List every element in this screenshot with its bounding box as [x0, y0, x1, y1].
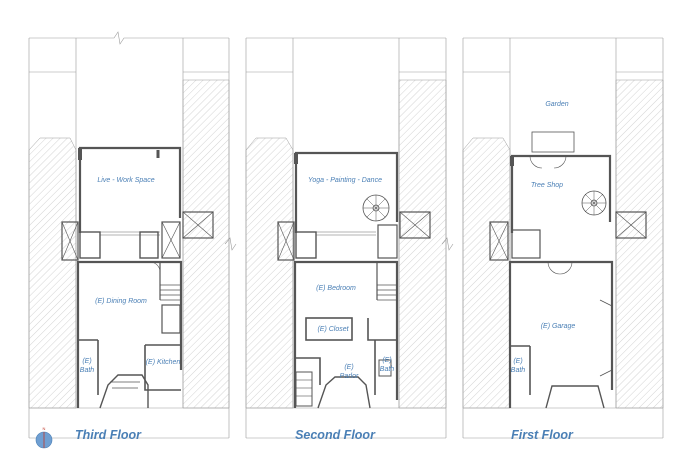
- neighbor-right-hatch: [615, 79, 664, 409]
- neighbor-left-hatch: [245, 137, 294, 409]
- garage-label: (E) Garage: [541, 323, 576, 330]
- neighbor-left-hatch: [462, 137, 511, 409]
- closet-label: (E) Closet: [317, 326, 349, 333]
- bath-label: Bath: [511, 367, 526, 374]
- parlor-label: Parlor: [340, 373, 359, 380]
- addition-walls: [61, 146, 214, 261]
- kitchen-label: (E) Kitchen: [146, 359, 181, 366]
- studio-label: Yoga - Painting - Dance: [308, 177, 382, 184]
- third-floor-title: Third Floor: [75, 428, 142, 442]
- section-break-symbol: [441, 237, 454, 251]
- second-floor-title: Second Floor: [295, 428, 376, 442]
- neighbor-left-hatch: [28, 137, 77, 409]
- house-walls: [293, 260, 399, 409]
- floor-titles: Third Floor Second Floor First Floor: [75, 428, 574, 442]
- bath-label: Bath: [80, 367, 95, 374]
- bath-label: Bath: [380, 366, 395, 373]
- section-break-symbol: [224, 237, 237, 251]
- dining-room-label: (E) Dining Room: [95, 298, 147, 305]
- neighbor-right-hatch: [398, 79, 447, 409]
- second-floor-plan: [245, 37, 454, 439]
- parlor-label-e: (E): [344, 364, 353, 371]
- bath-label-e: (E): [513, 358, 522, 365]
- addition-walls: [489, 131, 647, 261]
- house-walls: [76, 260, 183, 409]
- tree-shop-label: Tree Shop: [531, 182, 563, 189]
- neighbor-right-hatch: [182, 79, 230, 409]
- live-work-label: Live - Work Space: [97, 177, 154, 184]
- room-labels: Live - Work Space (E) Dining Room (E) Ba…: [80, 101, 576, 380]
- compass-north-label: N: [43, 426, 46, 431]
- first-floor-plan: [462, 37, 664, 439]
- addition-walls: [277, 151, 431, 261]
- third-floor-plan: [28, 31, 237, 439]
- bath-label-e: (E): [82, 358, 91, 365]
- first-floor-title: First Floor: [511, 428, 574, 442]
- bedroom-label: (E) Bedroom: [316, 285, 356, 292]
- house-walls: [508, 260, 614, 409]
- garden-label: Garden: [545, 101, 568, 108]
- bath-label-e: (E): [382, 357, 391, 364]
- north-arrow-icon: N: [35, 426, 53, 449]
